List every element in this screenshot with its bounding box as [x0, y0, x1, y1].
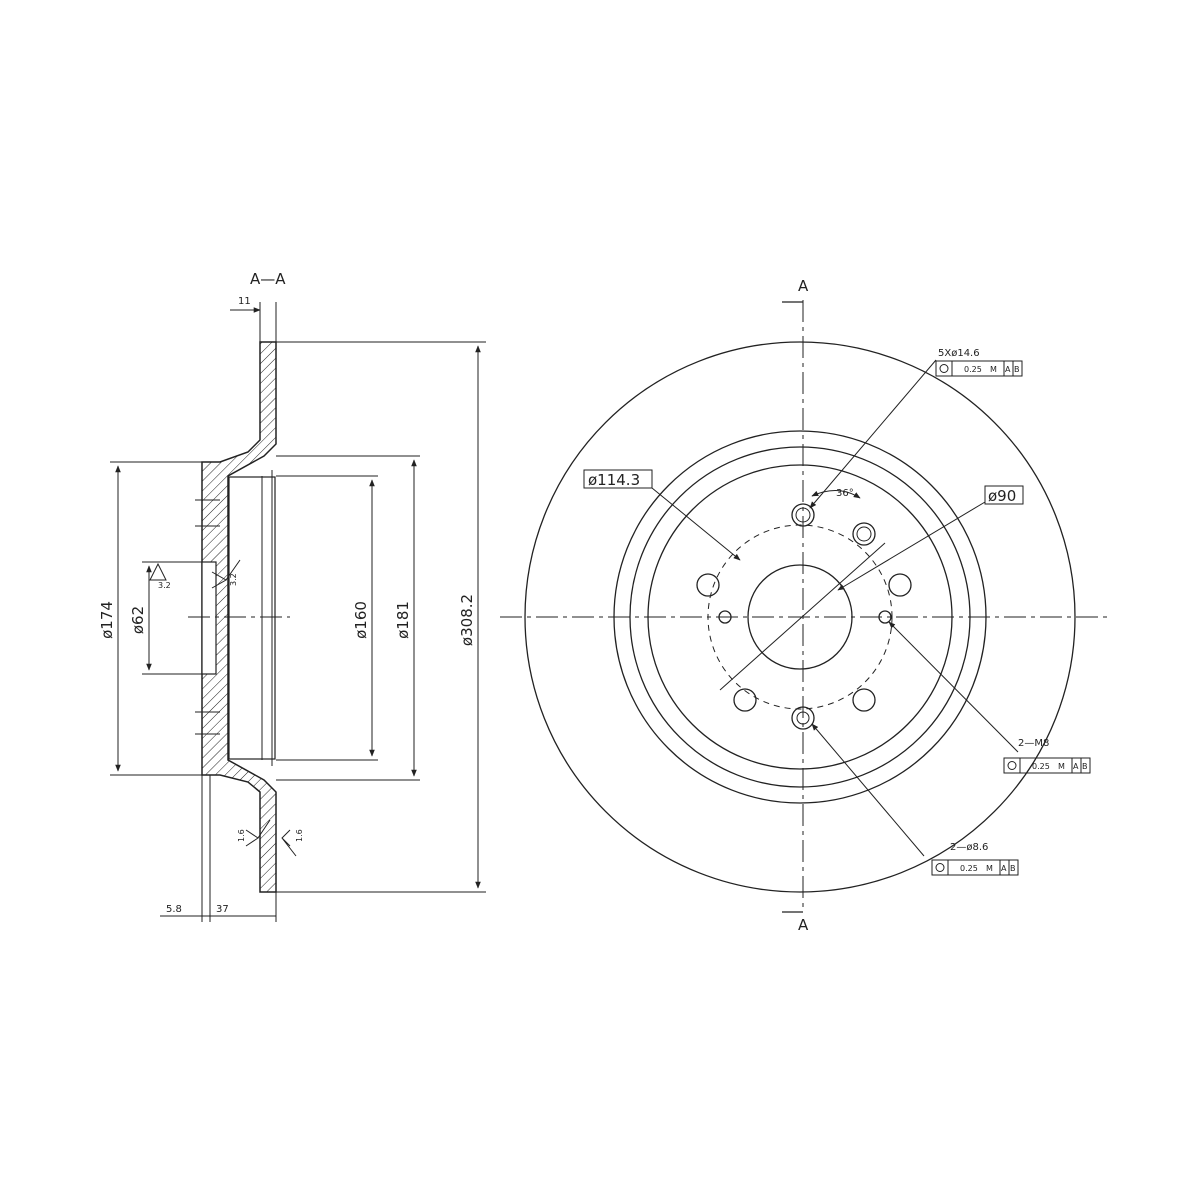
pins-label: 2—ø8.6: [950, 842, 988, 853]
roughness-symbol-3: 1.6: [237, 819, 271, 847]
pcd-label: ø114.3: [588, 471, 640, 489]
svg-text:M: M: [990, 365, 997, 374]
dim-11: 11: [238, 296, 251, 307]
bolt-holes: [696, 503, 912, 730]
m8-hole-left: [718, 610, 732, 624]
roughness-symbol-4: 1.6: [281, 829, 304, 857]
cut-label-bottom: A: [798, 916, 809, 934]
fcf-bolt-holes: 0.25 M A B: [935, 360, 1023, 377]
dim-d62: ø62: [129, 606, 147, 634]
leader-pins: [811, 723, 925, 857]
svg-text:A: A: [1001, 864, 1007, 873]
cut-label-top: A: [798, 277, 809, 295]
disc-outer-circle: [524, 341, 1076, 893]
svg-text:B: B: [1082, 762, 1088, 771]
leader-m8: [888, 621, 1019, 753]
fcf-m8: 0.25 M A B: [1003, 757, 1091, 774]
svg-text:0.25: 0.25: [1032, 762, 1050, 771]
svg-text:0.25: 0.25: [960, 864, 978, 873]
hub-inner-face: [228, 476, 276, 760]
pcd-box: [583, 469, 653, 489]
section-label: A—A: [250, 270, 286, 288]
bore-diagonal: [719, 542, 886, 691]
svg-text:B: B: [1014, 365, 1020, 374]
svg-text:A: A: [1073, 762, 1079, 771]
front-view: A A ø114.3 ø90 36° 5Xø14.6: [500, 277, 1110, 934]
dim-d160: ø160: [352, 601, 370, 639]
leader-pcd: [651, 487, 741, 561]
leader-center: [837, 501, 986, 591]
roughness-symbol-1: 3.2: [149, 562, 171, 590]
dim-d174: ø174: [98, 601, 116, 639]
m8-hole-right: [878, 610, 892, 624]
angle-arc: [811, 490, 861, 499]
svg-text:3.2: 3.2: [229, 573, 238, 586]
svg-text:A: A: [1005, 365, 1011, 374]
svg-text:M: M: [986, 864, 993, 873]
dim-5-8: 5.8: [166, 904, 182, 915]
svg-text:M: M: [1058, 762, 1065, 771]
dim-37: 37: [216, 904, 229, 915]
angle-label: 36°: [836, 488, 854, 499]
section-body: [201, 341, 277, 893]
dim-d181: ø181: [394, 601, 412, 639]
svg-text:0.25: 0.25: [964, 365, 982, 374]
hub-bore-cut: [201, 561, 217, 675]
svg-text:1.6: 1.6: [237, 829, 246, 842]
roughness-symbol-2: 3.2: [211, 559, 241, 589]
center-box: [984, 485, 1024, 505]
m8-label: 2—M8: [1018, 738, 1049, 749]
center-label: ø90: [988, 487, 1016, 505]
leader-bolt-holes: [809, 359, 937, 509]
svg-text:B: B: [1010, 864, 1016, 873]
dim-d308: ø308.2: [458, 594, 476, 646]
bolt-holes-label: 5Xø14.6: [938, 348, 980, 359]
section-view: A—A: [98, 270, 486, 922]
fcf-pins: 0.25 M A B: [931, 859, 1019, 876]
svg-text:3.2: 3.2: [158, 581, 171, 590]
svg-text:1.6: 1.6: [295, 829, 304, 842]
